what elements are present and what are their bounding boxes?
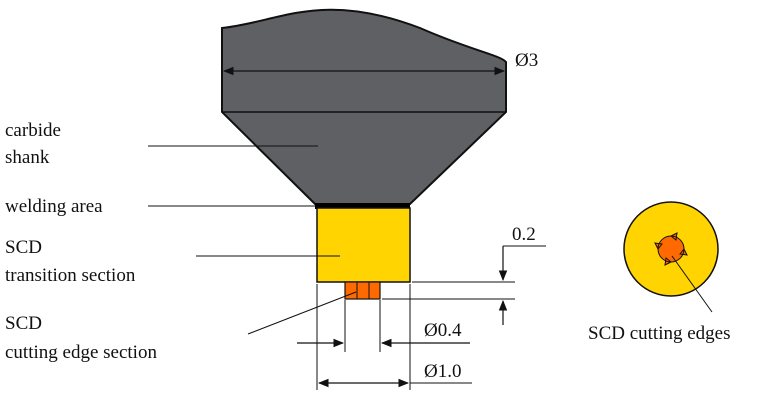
cutting-edges-leader bbox=[671, 255, 713, 313]
diameter-3-label: Ø3 bbox=[515, 50, 538, 71]
carbide-label-line1: carbide bbox=[5, 120, 61, 141]
transition-label-line2: transition section bbox=[5, 265, 136, 286]
diameter-10-label: Ø1.0 bbox=[424, 361, 461, 382]
cutting-label-line2: cutting edge section bbox=[5, 342, 157, 363]
cutting-core-outline bbox=[657, 235, 685, 263]
welding-label: welding area bbox=[5, 196, 103, 217]
cutting-leader bbox=[247, 291, 357, 335]
offset-label: 0.2 bbox=[512, 224, 536, 245]
carbide-label-line2: shank bbox=[5, 147, 50, 168]
diameter-04-label: Ø0.4 bbox=[424, 320, 462, 341]
carbide-shank bbox=[221, 8, 507, 205]
welding-area bbox=[315, 203, 410, 209]
scd-transition-section bbox=[316, 207, 411, 283]
scd-cutting-edge-section bbox=[344, 281, 381, 300]
cutting-edges-label: SCD cutting edges bbox=[588, 323, 731, 344]
cutting-label-line1: SCD bbox=[5, 313, 42, 334]
cross-section-cutting-core bbox=[658, 236, 684, 262]
transition-label-line1: SCD bbox=[5, 237, 42, 258]
